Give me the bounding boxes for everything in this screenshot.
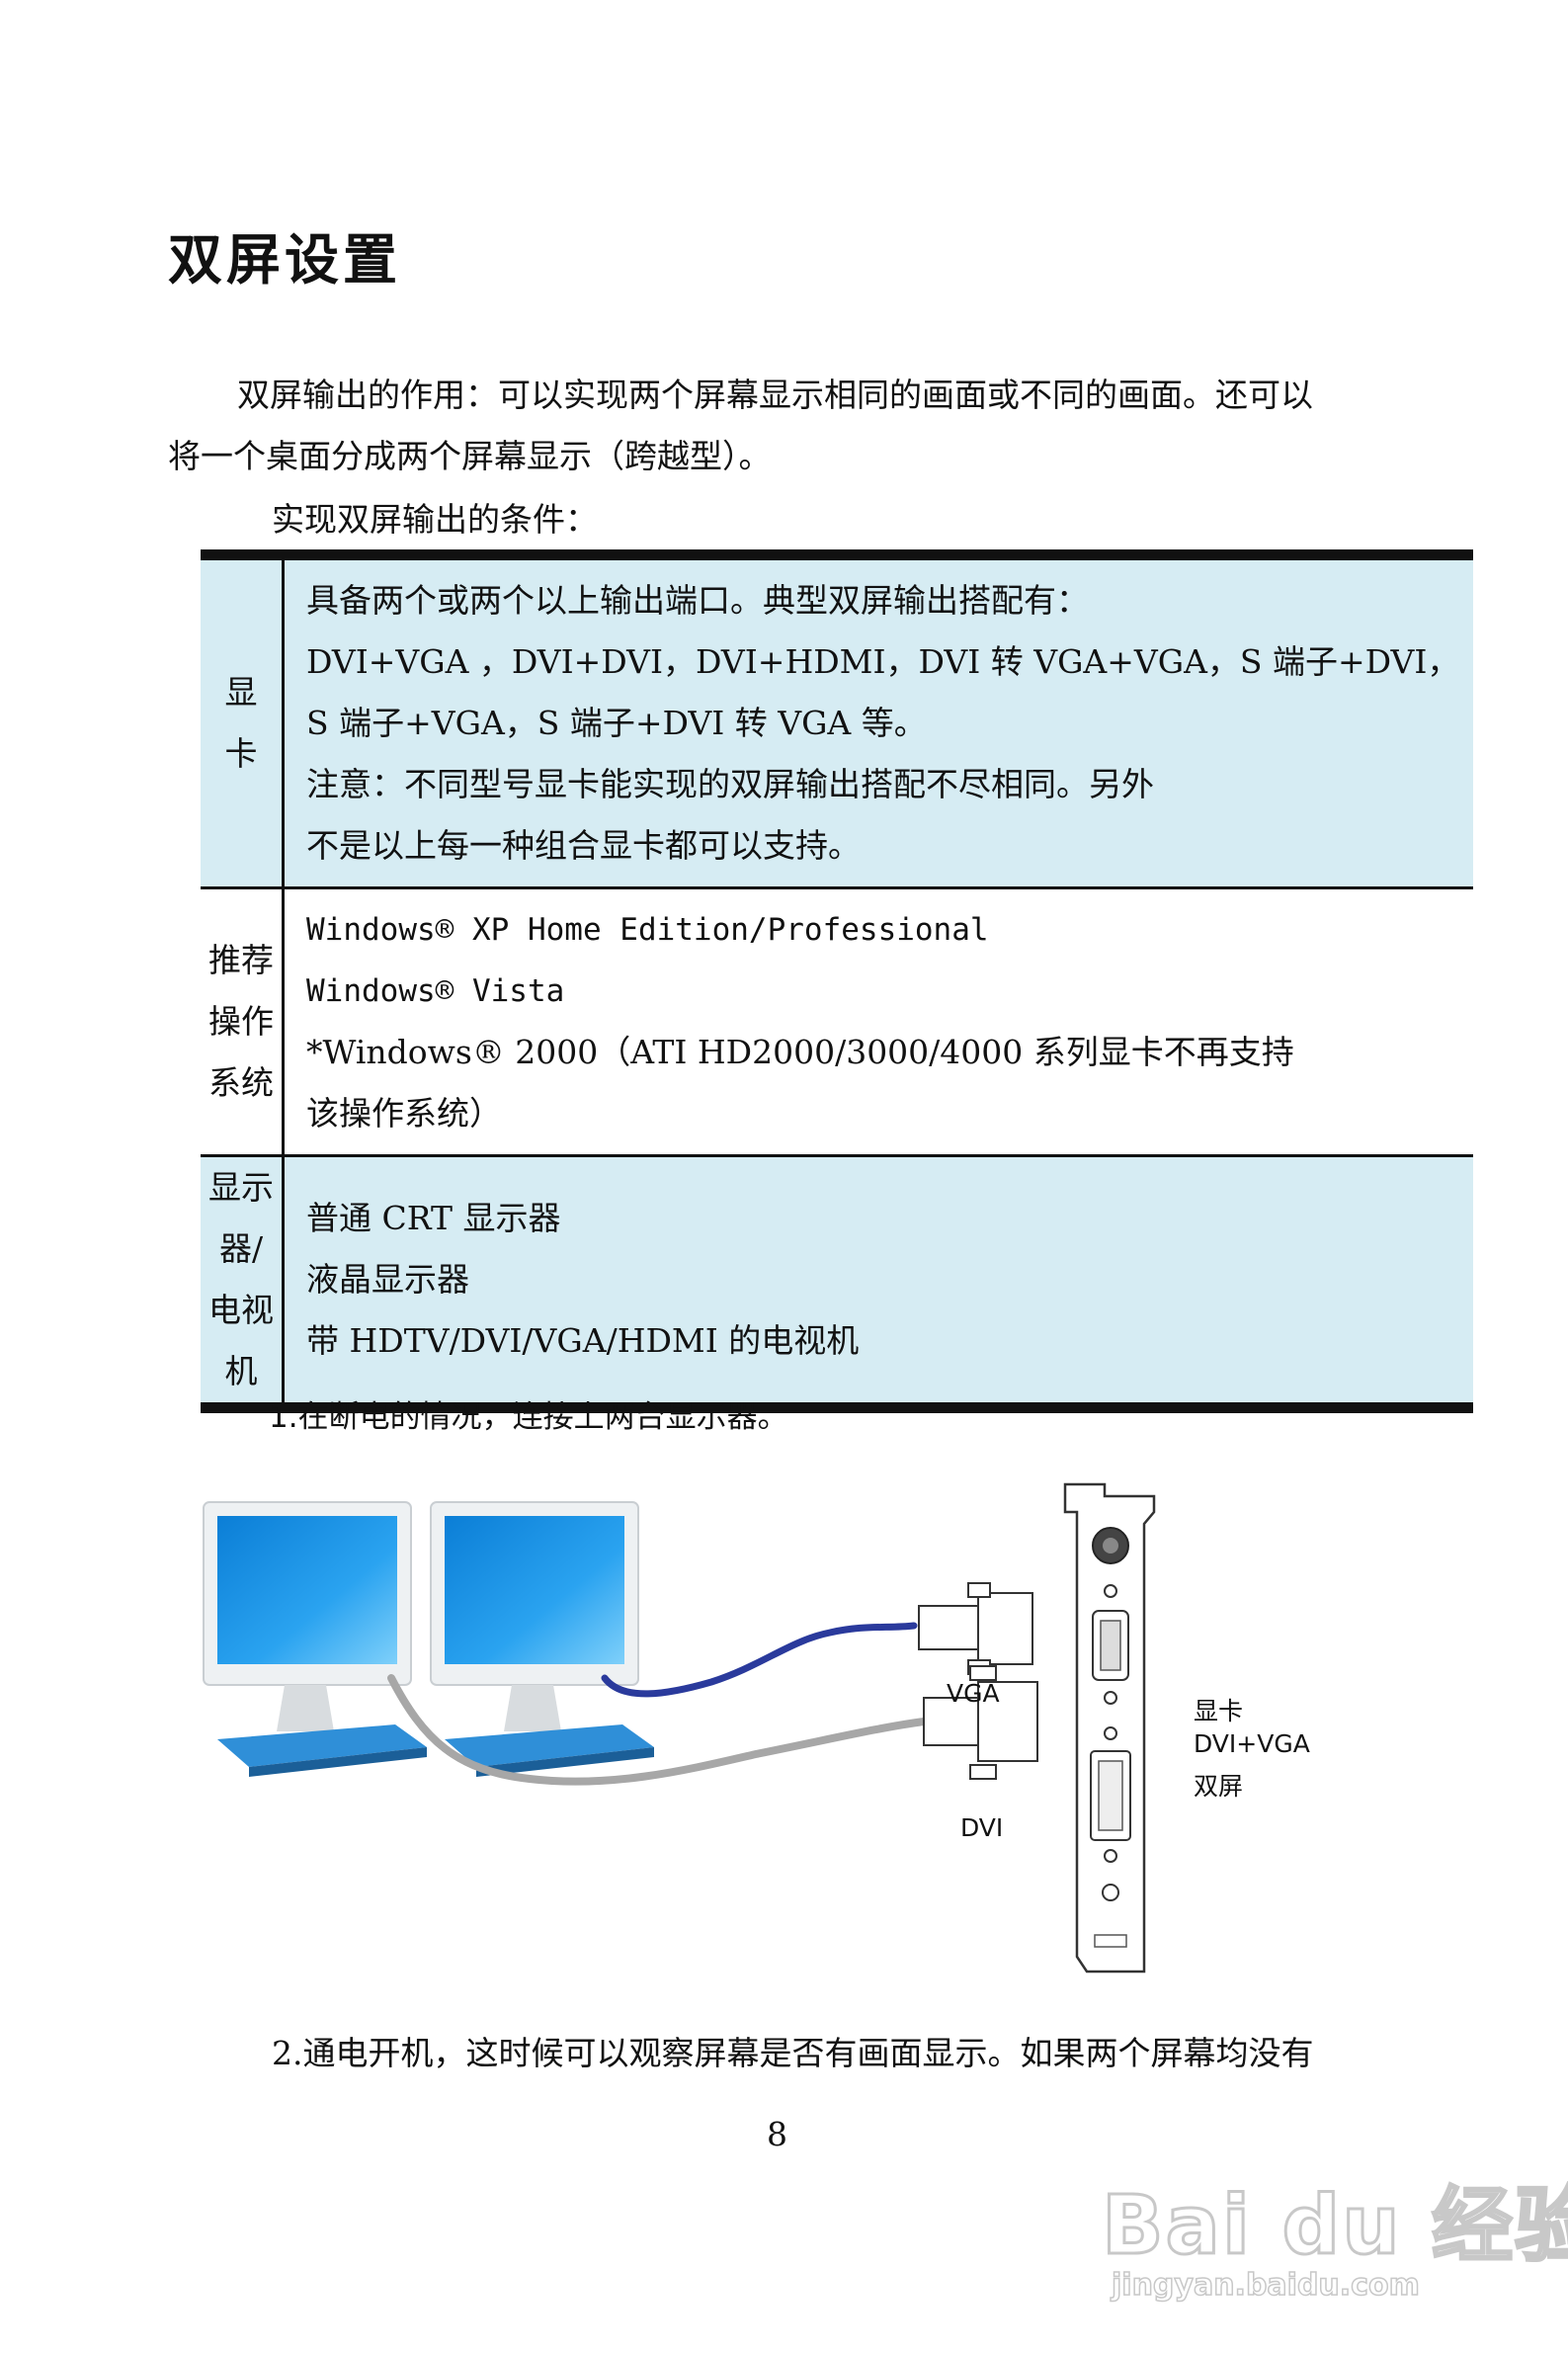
vga-connector <box>918 1582 1033 1675</box>
row-label-os: 推荐操作系统 <box>201 886 285 1156</box>
row-value-os: Windows® XP Home Edition/Professional Wi… <box>283 886 1474 1156</box>
table-line: 不是以上每一种组合显卡都可以支持。 <box>306 826 861 865</box>
table-line: Windows® XP Home Edition/Professional <box>306 912 989 948</box>
graphics-card-bracket <box>1063 1482 1156 1974</box>
vga-cable <box>601 1622 918 1698</box>
step-2-text: 2.通电开机，这时候可以观察屏幕是否有画面显示。如果两个屏幕均没有 <box>272 2034 1314 2072</box>
vga-label: VGA <box>947 1679 1000 1708</box>
row-value-graphics-card: 具备两个或两个以上输出端口。典型双屏输出搭配有： DVI+VGA ，DVI+DV… <box>283 554 1474 888</box>
table-line: 具备两个或两个以上输出端口。典型双屏输出搭配有： <box>306 581 1089 620</box>
watermark-logo: Bai du 经验 <box>1100 2178 1568 2275</box>
table-line: 带 HDTV/DVI/VGA/HDMI 的电视机 <box>306 1321 860 1360</box>
table-line: 液晶显示器 <box>306 1260 469 1299</box>
requirements-table: 显 卡 具备两个或两个以上输出端口。典型双屏输出搭配有： DVI+VGA ，DV… <box>201 549 1474 1413</box>
card-label-1: 显卡 <box>1194 1697 1244 1725</box>
table-line: 普通 CRT 显示器 <box>306 1199 561 1237</box>
dual-monitor-diagram <box>203 1482 1156 1974</box>
row-value-display: 普通 CRT 显示器 液晶显示器 带 HDTV/DVI/VGA/HDMI 的电视… <box>283 1154 1474 1408</box>
table-line: 注意：不同型号显卡能实现的双屏输出搭配不尽相同。另外 <box>306 765 1154 803</box>
dvi-label: DVI <box>960 1813 1004 1842</box>
dvi-cable <box>387 1674 928 1786</box>
step-1-text: 1.在断电的情况，连接上两台显示器。 <box>269 1399 788 1435</box>
page-number: 8 <box>767 2115 787 2153</box>
card-label-2: DVI+VGA <box>1194 1729 1310 1758</box>
intro-line-2: 将一个桌面分成两个屏幕显示（跨越型）。 <box>168 437 772 475</box>
conditions-heading: 实现双屏输出的条件： <box>272 500 598 539</box>
monitor-left <box>203 1501 427 1777</box>
monitor-right <box>430 1501 654 1777</box>
table-line: DVI+VGA ，DVI+DVI，DVI+HDMI，DVI 转 VGA+VGA，… <box>306 642 1460 681</box>
watermark-url: jingyan.baidu.com <box>1111 2267 1420 2304</box>
page-title: 双屏设置 <box>168 228 402 292</box>
table-row: 显 卡 具备两个或两个以上输出端口。典型双屏输出搭配有： DVI+VGA ，DV… <box>201 554 1474 888</box>
baidu-watermark: Bai du 经验 jingyan.baidu.com <box>1100 2110 1568 2317</box>
table-row: 显示器/电视机 普通 CRT 显示器 液晶显示器 带 HDTV/DVI/VGA/… <box>201 1154 1474 1408</box>
table-line: 该操作系统） <box>306 1094 502 1133</box>
table-line: *Windows® 2000（ATI HD2000/3000/4000 系列显卡… <box>306 1033 1294 1071</box>
dvi-connector <box>923 1665 1038 1780</box>
row-label-display: 显示器/电视机 <box>201 1154 285 1408</box>
row-label-graphics-card: 显 卡 <box>201 554 290 888</box>
card-label-3: 双屏 <box>1194 1772 1244 1801</box>
table-line: S 端子+VGA，S 端子+DVI 转 VGA 等。 <box>306 704 927 742</box>
table-line: Windows® Vista <box>306 973 565 1009</box>
intro-line-1: 双屏输出的作用：可以实现两个屏幕显示相同的画面或不同的画面。还可以 <box>237 376 1313 414</box>
table-row: 推荐操作系统 Windows® XP Home Edition/Professi… <box>201 886 1474 1156</box>
